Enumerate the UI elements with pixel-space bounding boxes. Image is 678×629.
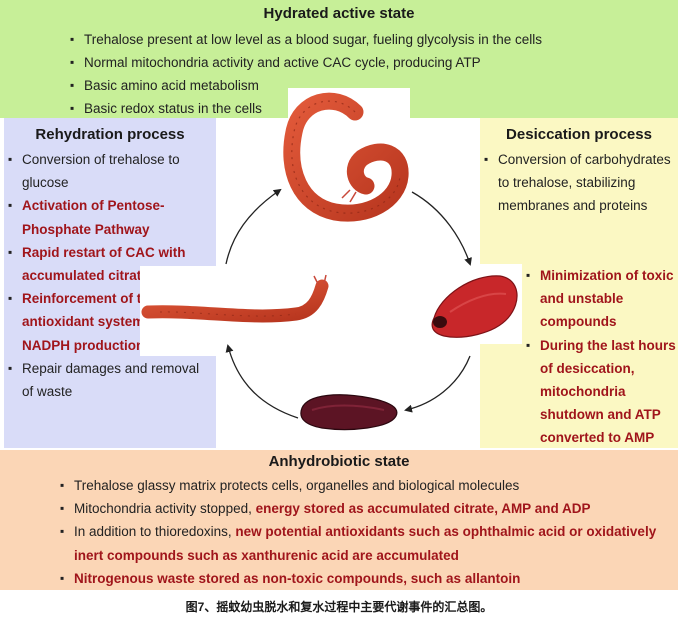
hydrated-item: Basic amino acid metabolism xyxy=(70,74,542,97)
rehydration-item: Conversion of trehalose to glucose xyxy=(8,148,212,194)
anhydrobiotic-item-text: Trehalose glassy matrix protects cells, … xyxy=(74,478,520,493)
desiccation-item: Conversion of carbohydrates to trehalose… xyxy=(484,148,674,218)
hydrated-state-title: Hydrated active state xyxy=(263,5,415,22)
hydrated-state-list: Trehalose present at low level as a bloo… xyxy=(70,28,542,120)
anhydrobiosis-arrow xyxy=(404,355,471,413)
desiccation-late-list: Minimization of toxic and unstable compo… xyxy=(526,264,676,473)
recovery-arrow xyxy=(225,188,282,265)
anhydrobiotic-item: Trehalose glassy matrix protects cells, … xyxy=(60,474,664,497)
rehydration-item: Activation of Pentose-Phosphate Pathway xyxy=(8,194,212,240)
desiccation-item: During the last hours of desiccation, mi… xyxy=(526,334,676,473)
anhydrobiotic-state-title: Anhydrobiotic state xyxy=(268,453,410,470)
hydrated-larva-image xyxy=(283,92,409,222)
desiccating-larva-image xyxy=(431,275,518,338)
hydrated-item: Trehalose present at low level as a bloo… xyxy=(70,28,542,51)
rehydration-process-list: Conversion of trehalose to glucose Activ… xyxy=(8,148,212,403)
anhydrobiotic-item-text: In addition to thioredoxins, xyxy=(74,524,236,540)
rehydration-item: Repair damages and removal of waste xyxy=(8,357,212,403)
desiccation-process-list: Conversion of carbohydrates to trehalose… xyxy=(484,148,674,218)
anhydrobiotic-state-list: Trehalose glassy matrix protects cells, … xyxy=(60,474,664,590)
anhydrobiotic-item: Mitochondria activity stopped, energy st… xyxy=(60,497,664,520)
figure-caption: 图7、摇蚊幼虫脱水和复水过程中主要代谢事件的汇总图。 xyxy=(185,600,493,614)
anhydrobiotic-item-highlight: energy stored as accumulated citrate, AM… xyxy=(255,501,591,517)
rehydration-process-panel: Rehydration process Conversion of trehal… xyxy=(4,118,216,448)
desiccation-item: Minimization of toxic and unstable compo… xyxy=(526,264,676,334)
hydrated-item: Normal mitochondria activity and active … xyxy=(70,51,542,74)
anhydrobiotic-item-highlight: new potential antioxidants such as ophth… xyxy=(74,524,657,563)
hydrated-item: Basic redox status in the cells xyxy=(70,97,542,120)
rehydration-process-title: Rehydration process xyxy=(35,126,185,143)
desiccation-process-title: Desiccation process xyxy=(506,126,652,143)
rehydrating-larva-image xyxy=(141,274,329,323)
anhydrobiotic-larva-image xyxy=(300,394,398,431)
anhydrobiotic-item-text: Mitochondria activity stopped, xyxy=(74,501,256,517)
anhydrobiotic-state-panel: Anhydrobiotic state Trehalose glassy mat… xyxy=(0,450,678,590)
anhydrobiotic-item: Nitrogenous waste stored as non-toxic co… xyxy=(60,567,664,590)
rehydration-onset-arrow xyxy=(225,344,299,419)
desiccation-arrow xyxy=(411,191,472,266)
anhydrobiotic-item-highlight: Nitrogenous waste stored as non-toxic co… xyxy=(74,570,521,586)
anhydrobiotic-item: In addition to thioredoxins, new potenti… xyxy=(60,520,664,566)
